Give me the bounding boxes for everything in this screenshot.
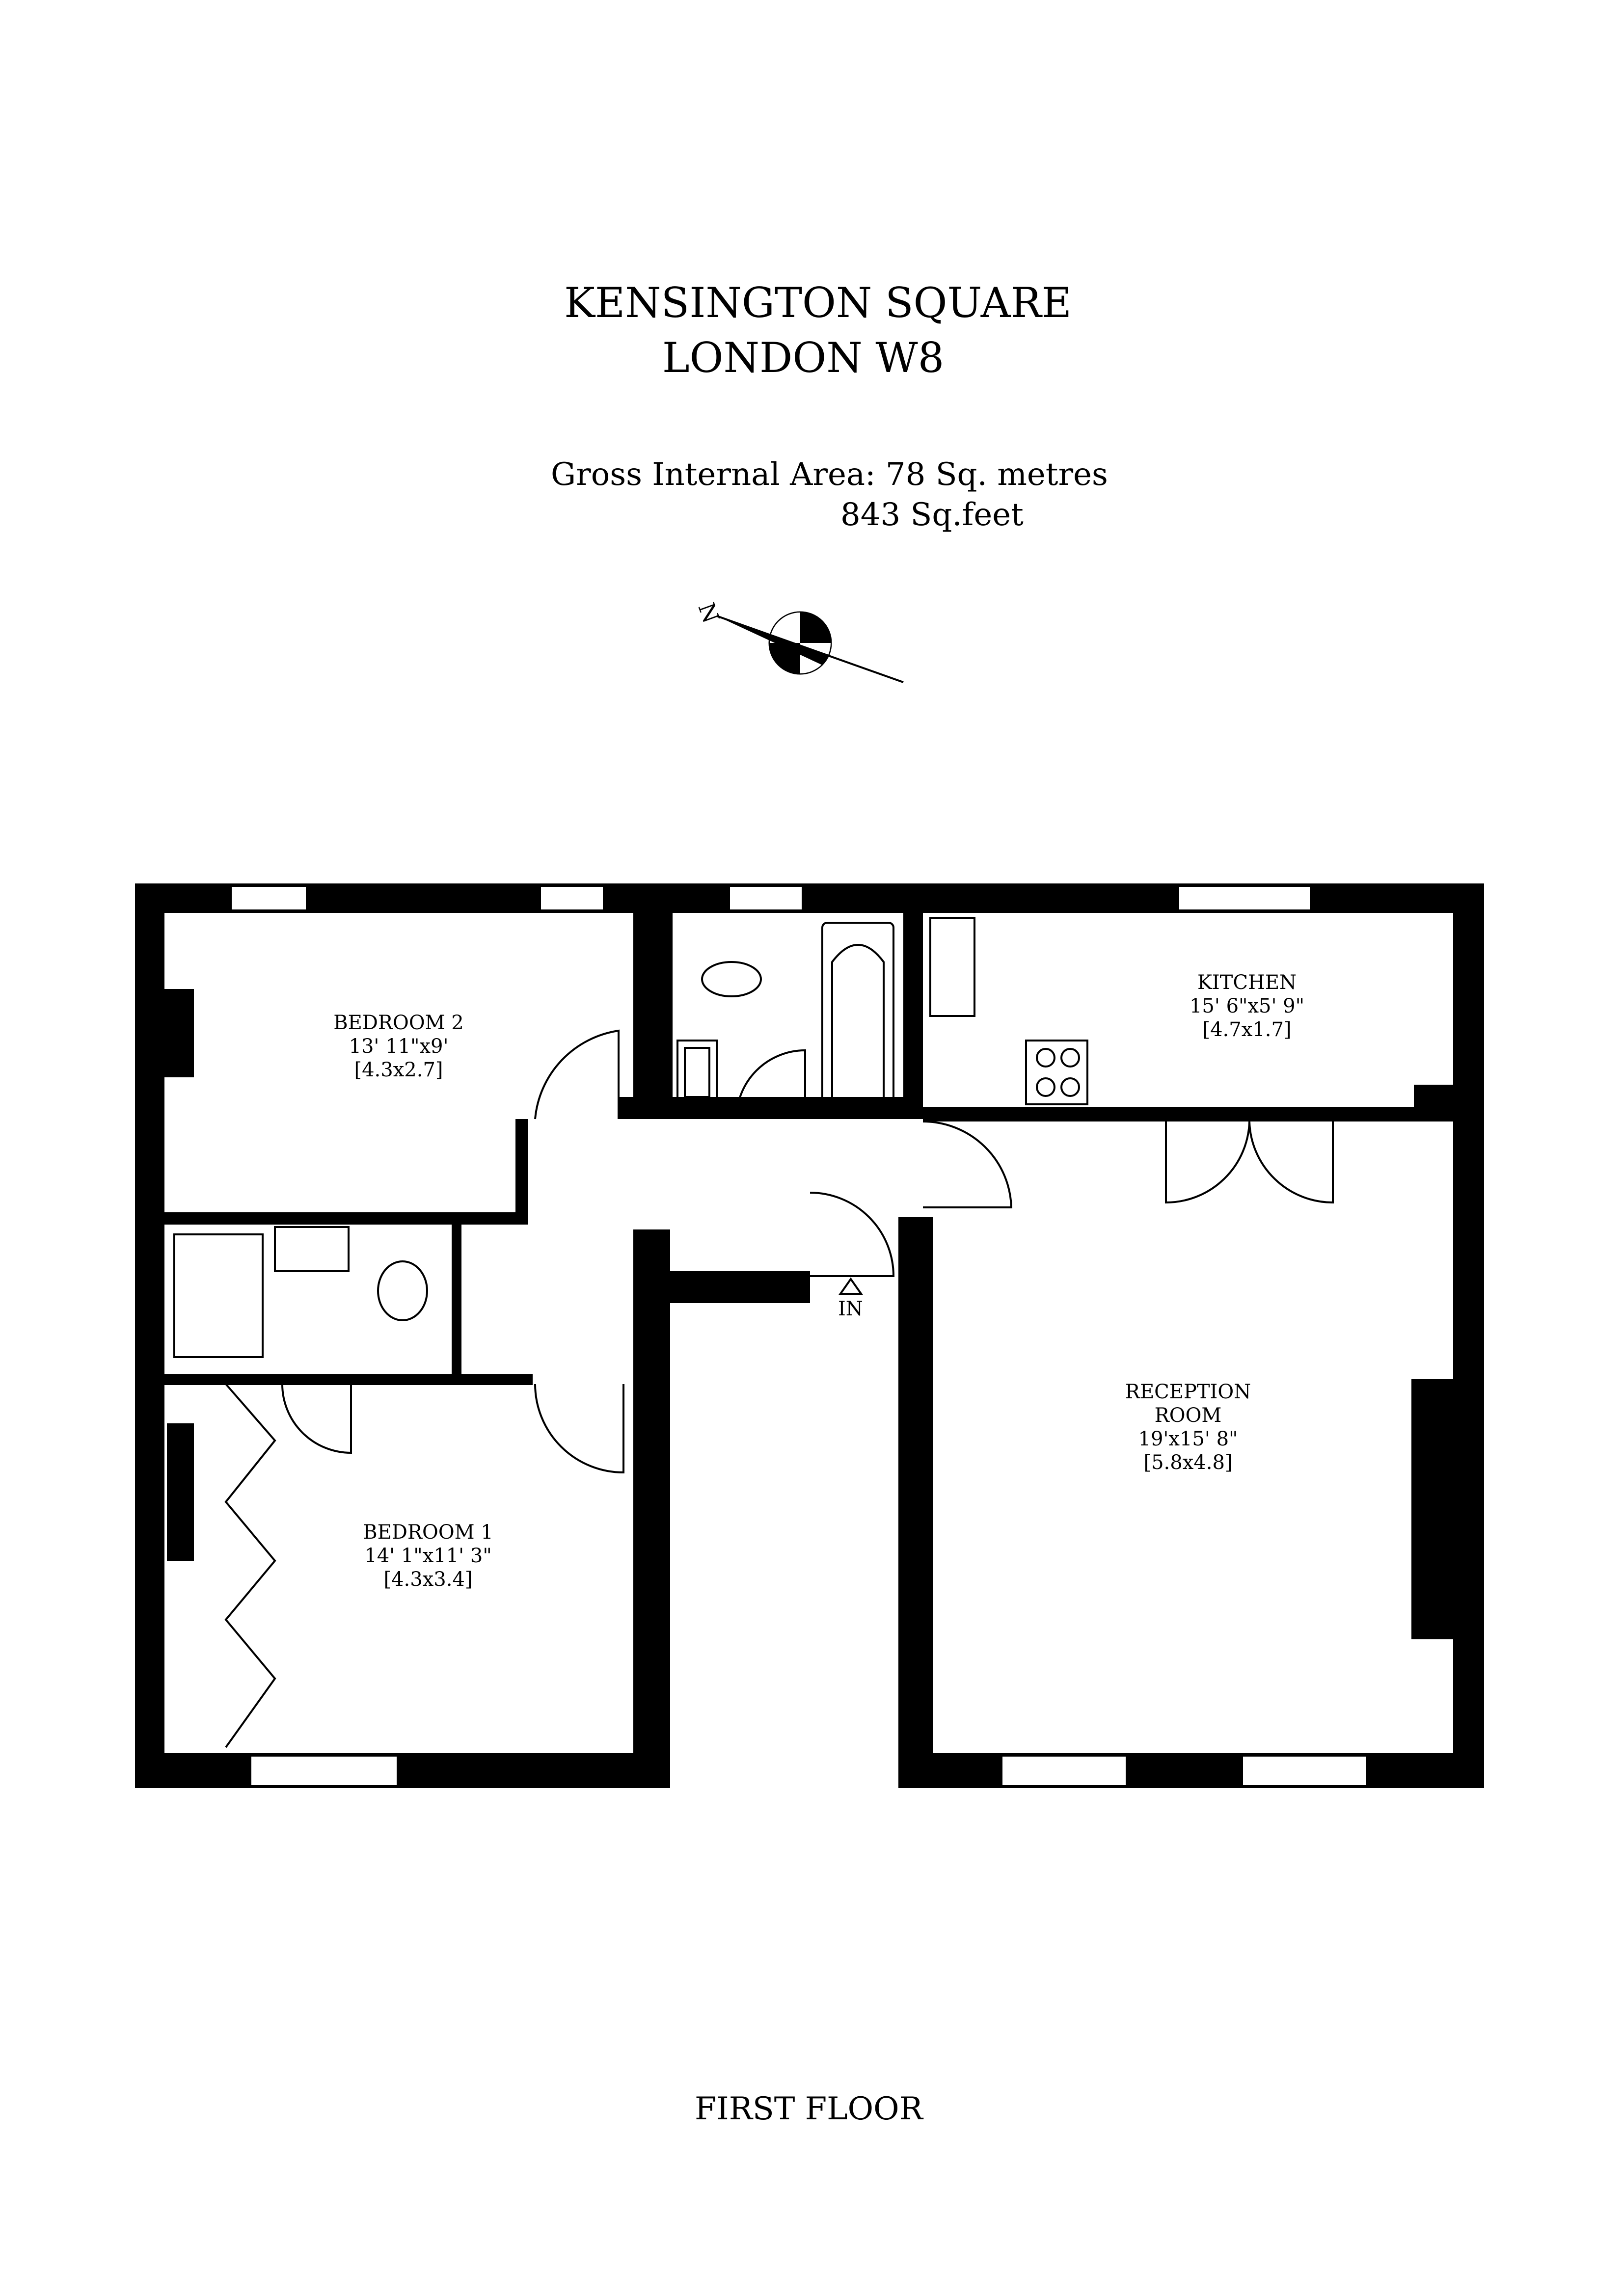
windows	[230, 885, 1368, 1787]
room-metric: [4.3x2.7]	[354, 1059, 443, 1081]
room-dims: 13' 11"x9'	[349, 1035, 449, 1058]
room-dims: 14' 1"x11' 3"	[364, 1545, 492, 1567]
room-reception: RECEPTION ROOM 19'x15' 8" [5.8x4.8]	[1041, 1380, 1335, 1474]
walls	[135, 883, 1484, 1788]
room-name: KITCHEN	[1197, 971, 1297, 994]
plan-title-line2: LONDON W8	[662, 334, 945, 382]
room-bedroom-1: BEDROOM 1 14' 1"x11' 3" [4.3x3.4]	[281, 1521, 575, 1591]
room-dims: 15' 6"x5' 9"	[1189, 995, 1305, 1017]
bathroom-fixtures	[173, 917, 1088, 1358]
room-metric: [4.7x1.7]	[1202, 1018, 1292, 1041]
room-name-2: ROOM	[1154, 1404, 1222, 1427]
room-metric: [4.3x3.4]	[383, 1568, 473, 1591]
floor-label: FIRST FLOOR	[695, 2091, 923, 2127]
compass-north-label: N	[693, 599, 725, 627]
room-dims: 19'x15' 8"	[1138, 1428, 1238, 1450]
room-bedroom-2: BEDROOM 2 13' 11"x9' [4.3x2.7]	[251, 1011, 546, 1082]
entrance-arrow-icon	[839, 1277, 863, 1295]
room-name: BEDROOM 2	[333, 1012, 464, 1034]
gross-area-metres: Gross Internal Area: 78 Sq. metres	[551, 456, 1108, 493]
wardrobe-doors	[224, 1383, 276, 1748]
plan-title-line1: KENSINGTON SQUARE	[564, 279, 1072, 327]
room-metric: [5.8x4.8]	[1143, 1451, 1233, 1474]
compass-icon: N	[693, 599, 904, 683]
gross-area-feet: 843 Sq.feet	[840, 497, 1024, 533]
room-name: BEDROOM 1	[363, 1521, 493, 1544]
doors	[281, 1029, 1334, 1474]
room-name: RECEPTION	[1125, 1381, 1251, 1403]
room-kitchen: KITCHEN 15' 6"x5' 9" [4.7x1.7]	[1100, 971, 1394, 1041]
entrance-label: IN	[838, 1298, 863, 1320]
